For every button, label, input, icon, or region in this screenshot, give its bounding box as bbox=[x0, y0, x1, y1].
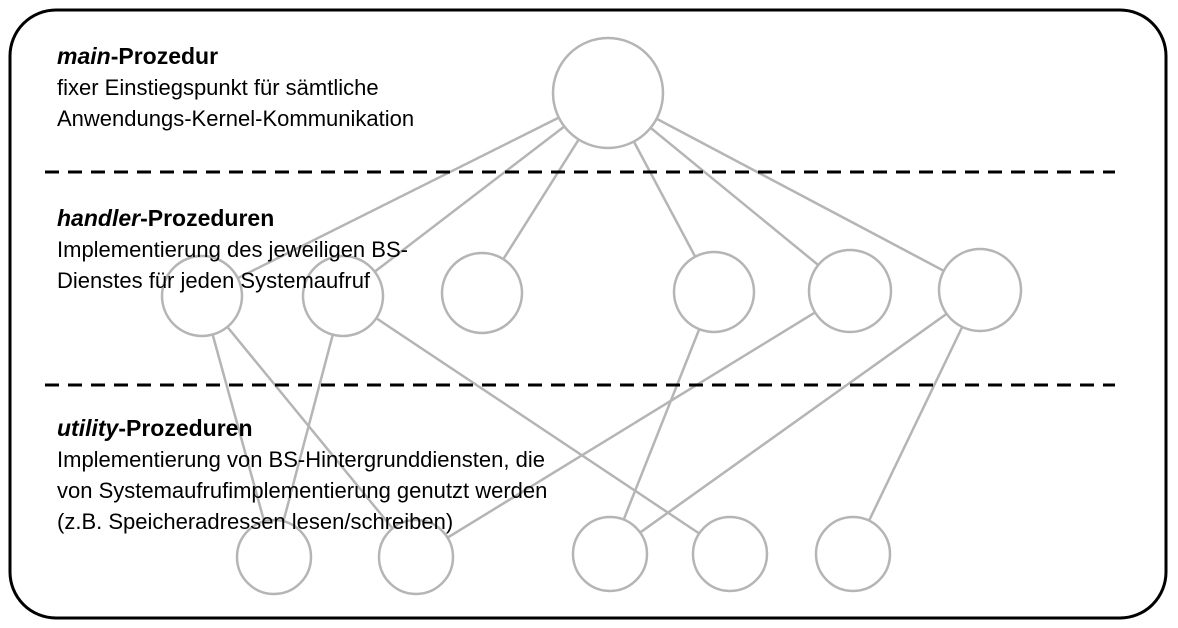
layer-title-utility-emph: utility bbox=[57, 415, 119, 441]
layer-title-utility: utility-Prozeduren bbox=[57, 413, 547, 444]
layer-title-main-rest: -Prozedur bbox=[110, 43, 219, 69]
call-edge-handler-1-utility-1 bbox=[200, 295, 276, 558]
layer-desc-line: Dienstes für jeden Systemaufruf bbox=[57, 268, 371, 293]
layer-title-handler-rest: -Prozeduren bbox=[140, 205, 275, 231]
call-edge-handler-2-utility-1 bbox=[272, 295, 345, 558]
layer-title-main-emph: main bbox=[57, 43, 111, 69]
handler-procedure-node-handler-6 bbox=[937, 247, 1023, 333]
utility-procedure-node-utility-1 bbox=[235, 518, 313, 596]
handler-procedure-node-handler-3 bbox=[440, 251, 524, 335]
utility-procedure-node-utility-2 bbox=[377, 518, 455, 596]
layer-desc-line: (z.B. Speicheradressen lesen/schreiben) bbox=[57, 509, 454, 534]
main-procedure-node-main bbox=[551, 36, 665, 150]
handler-procedure-node-handler-4 bbox=[672, 250, 756, 334]
layer-label-main: main-Prozedur fixer Einstiegspunkt für s… bbox=[57, 41, 414, 134]
layer-title-main: main-Prozedur bbox=[57, 41, 414, 72]
layer-label-utility: utility-Prozeduren Implementierung von B… bbox=[57, 413, 547, 537]
call-edge-main-handler-1 bbox=[201, 91, 609, 298]
layer-title-handler-emph: handler bbox=[57, 205, 141, 231]
call-edge-handler-2-utility-4 bbox=[342, 294, 731, 556]
layer-desc-line: Anwendungs-Kernel-Kommunikation bbox=[57, 106, 415, 131]
call-edge-handler-4-utility-3 bbox=[608, 291, 716, 555]
handler-procedure-node-handler-1 bbox=[160, 254, 244, 338]
call-edge-handler-6-utility-3 bbox=[609, 288, 981, 556]
call-edge-handler-6-utility-5 bbox=[851, 289, 982, 555]
layer-desc-line: fixer Einstiegspunkt für sämtliche bbox=[57, 75, 379, 100]
layer-title-handler: handler-Prozeduren bbox=[57, 203, 408, 234]
utility-procedure-node-utility-3 bbox=[571, 515, 649, 593]
layer-desc-line: Implementierung des jeweiligen BS- bbox=[57, 237, 408, 262]
utility-procedure-node-utility-4 bbox=[691, 515, 769, 593]
handler-procedure-node-handler-5 bbox=[807, 248, 893, 334]
outer-frame bbox=[8, 8, 1168, 620]
handler-procedure-node-handler-2 bbox=[301, 254, 385, 338]
layer-desc-line: von Systemaufrufimplementierung genutzt … bbox=[57, 478, 548, 503]
layer-label-handler: handler-Prozeduren Implementierung des j… bbox=[57, 203, 408, 296]
utility-procedure-node-utility-5 bbox=[814, 515, 892, 593]
layer-title-utility-rest: -Prozeduren bbox=[118, 415, 253, 441]
call-edge-handler-5-utility-2 bbox=[415, 289, 851, 559]
layer-desc-line: Implementierung von BS-Hintergrunddienst… bbox=[57, 447, 545, 472]
call-edge-main-handler-6 bbox=[607, 91, 981, 292]
